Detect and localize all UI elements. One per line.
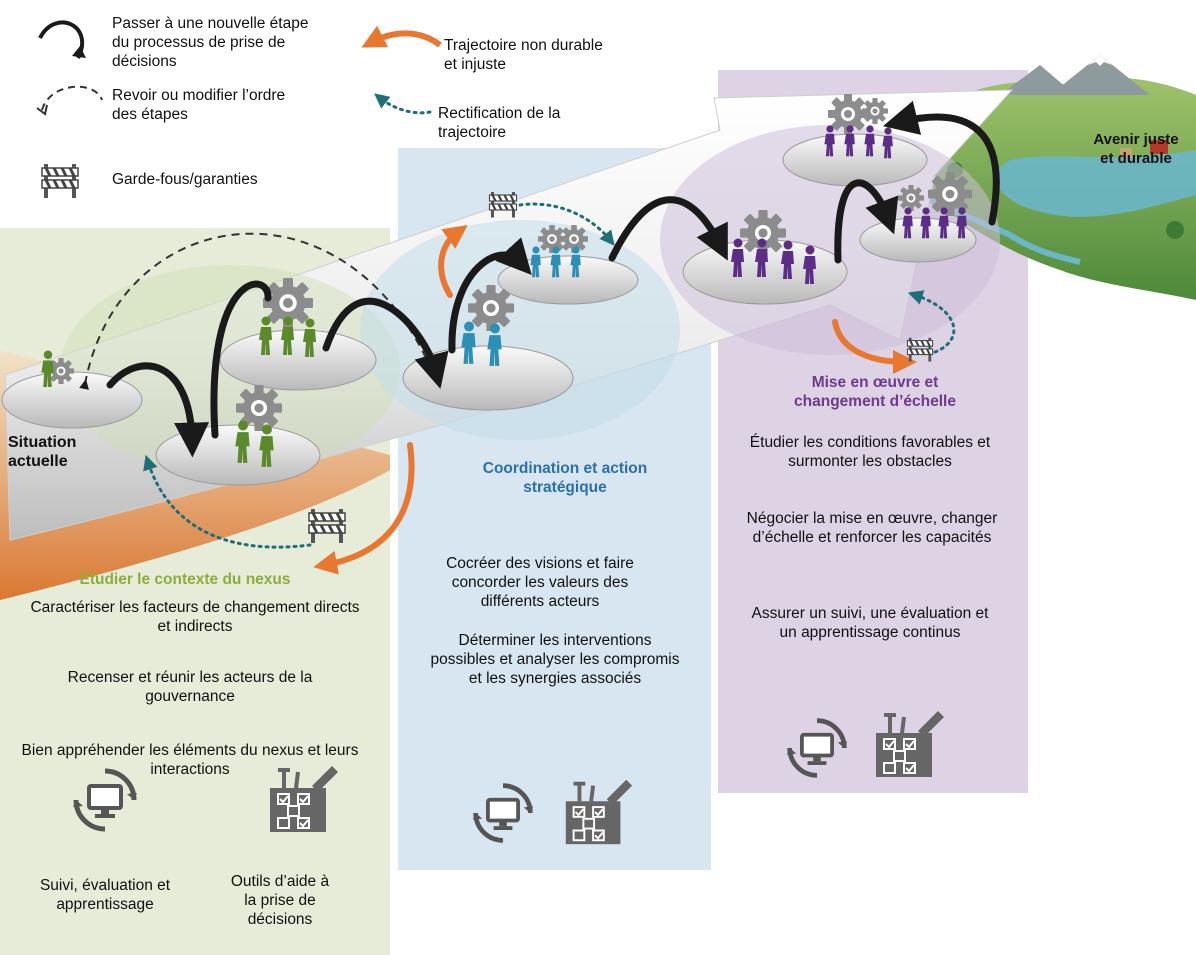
legend-next-step: Passer à une nouvelle étape du processus… xyxy=(112,15,309,70)
unsustainable-legend-icon xyxy=(361,25,442,48)
phase-item: Bien appréhender les éléments du nexus e… xyxy=(21,742,359,778)
rectification-arrows xyxy=(143,202,956,549)
legend-revisit: Revoir ou modifier l’ordre des étapes xyxy=(112,87,286,123)
tool-label-decision-tools: Outils d’aide à la prise de décisions xyxy=(230,873,330,928)
phase-title-coordination: Coordination et action stratégique xyxy=(482,460,648,496)
legend-rectification: Rectification de la trajectoire xyxy=(438,105,561,141)
phase-item: Caractériser les facteurs de changement … xyxy=(30,599,360,635)
start-label: Situation actuelle xyxy=(8,434,77,470)
phase-title-context: Étudier le contexte du nexus xyxy=(79,571,291,588)
phase-item: Recenser et réunir les acteurs de la gou… xyxy=(67,669,313,705)
phase-item: Étudier les conditions favorables et sur… xyxy=(749,434,991,470)
end-label: Avenir juste et durable xyxy=(1093,131,1179,167)
legend-unsustainable: Trajectoire non durable et injuste xyxy=(444,37,603,73)
legend-safeguards: Garde-fous/garanties xyxy=(112,171,258,188)
revisit-icon xyxy=(41,85,103,111)
next-step-icon xyxy=(38,20,85,59)
tool-label-monitoring: Suivi, évaluation et apprentissage xyxy=(39,877,171,913)
phase-item: Négocier la mise en œuvre, changer d’éch… xyxy=(746,510,998,546)
phase-item: Cocréer des visions et faire concorder l… xyxy=(446,555,634,610)
jump-arrows xyxy=(106,100,1000,458)
phase-item: Déterminer les interventions possibles e… xyxy=(430,632,680,687)
phase-item: Assurer un suivi, une évaluation et un a… xyxy=(751,605,989,641)
phase-title-implementation: Mise en œuvre et changement d’échelle xyxy=(794,374,956,410)
rectification-legend-icon xyxy=(374,93,432,115)
unsustainable-arrows xyxy=(313,224,917,575)
revisit-arc xyxy=(79,232,438,390)
safeguards-icon xyxy=(40,162,80,200)
